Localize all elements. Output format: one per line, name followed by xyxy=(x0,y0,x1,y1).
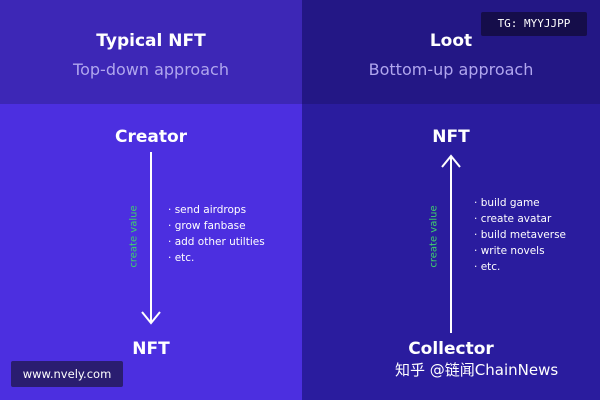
left-axis-label: create value xyxy=(128,205,140,268)
left-list-item: add other utilties xyxy=(168,234,265,250)
right-list-item: build game xyxy=(474,195,566,211)
left-title: Typical NFT xyxy=(96,31,206,51)
right-list-item: write novels xyxy=(474,243,566,259)
right-list-item: build metaverse xyxy=(474,227,566,243)
website-url-badge: www.nvely.com xyxy=(11,361,123,387)
right-list-item: create avatar xyxy=(474,211,566,227)
right-title: Loot xyxy=(429,31,473,51)
left-panel-typical-nft: Typical NFT Top-down approach Creator cr… xyxy=(0,0,302,400)
right-subtitle: Bottom-up approach xyxy=(368,60,534,79)
down-arrow-icon xyxy=(141,152,161,325)
left-bottom-node-nft: NFT xyxy=(132,339,170,359)
tg-handle-badge: TG: MYYJJPP xyxy=(481,12,587,36)
left-item-list: send airdrops grow fanbase add other uti… xyxy=(168,202,265,266)
right-list-item: etc. xyxy=(474,259,566,275)
left-header: Typical NFT Top-down approach xyxy=(0,0,302,104)
source-watermark: 知乎 @链闻ChainNews xyxy=(395,361,559,379)
left-subtitle: Top-down approach xyxy=(73,60,229,79)
left-list-item: etc. xyxy=(168,250,265,266)
right-item-list: build game create avatar build metaverse… xyxy=(474,195,566,275)
left-list-item: send airdrops xyxy=(168,202,265,218)
up-arrow-icon xyxy=(441,154,461,333)
left-list-item: grow fanbase xyxy=(168,218,265,234)
right-axis-label: create value xyxy=(428,205,440,268)
right-panel-loot: Loot Bottom-up approach NFT create value… xyxy=(302,0,600,400)
right-bottom-node-collector: Collector xyxy=(408,339,494,359)
right-top-node-nft: NFT xyxy=(432,127,470,147)
left-top-node-creator: Creator xyxy=(114,127,188,147)
